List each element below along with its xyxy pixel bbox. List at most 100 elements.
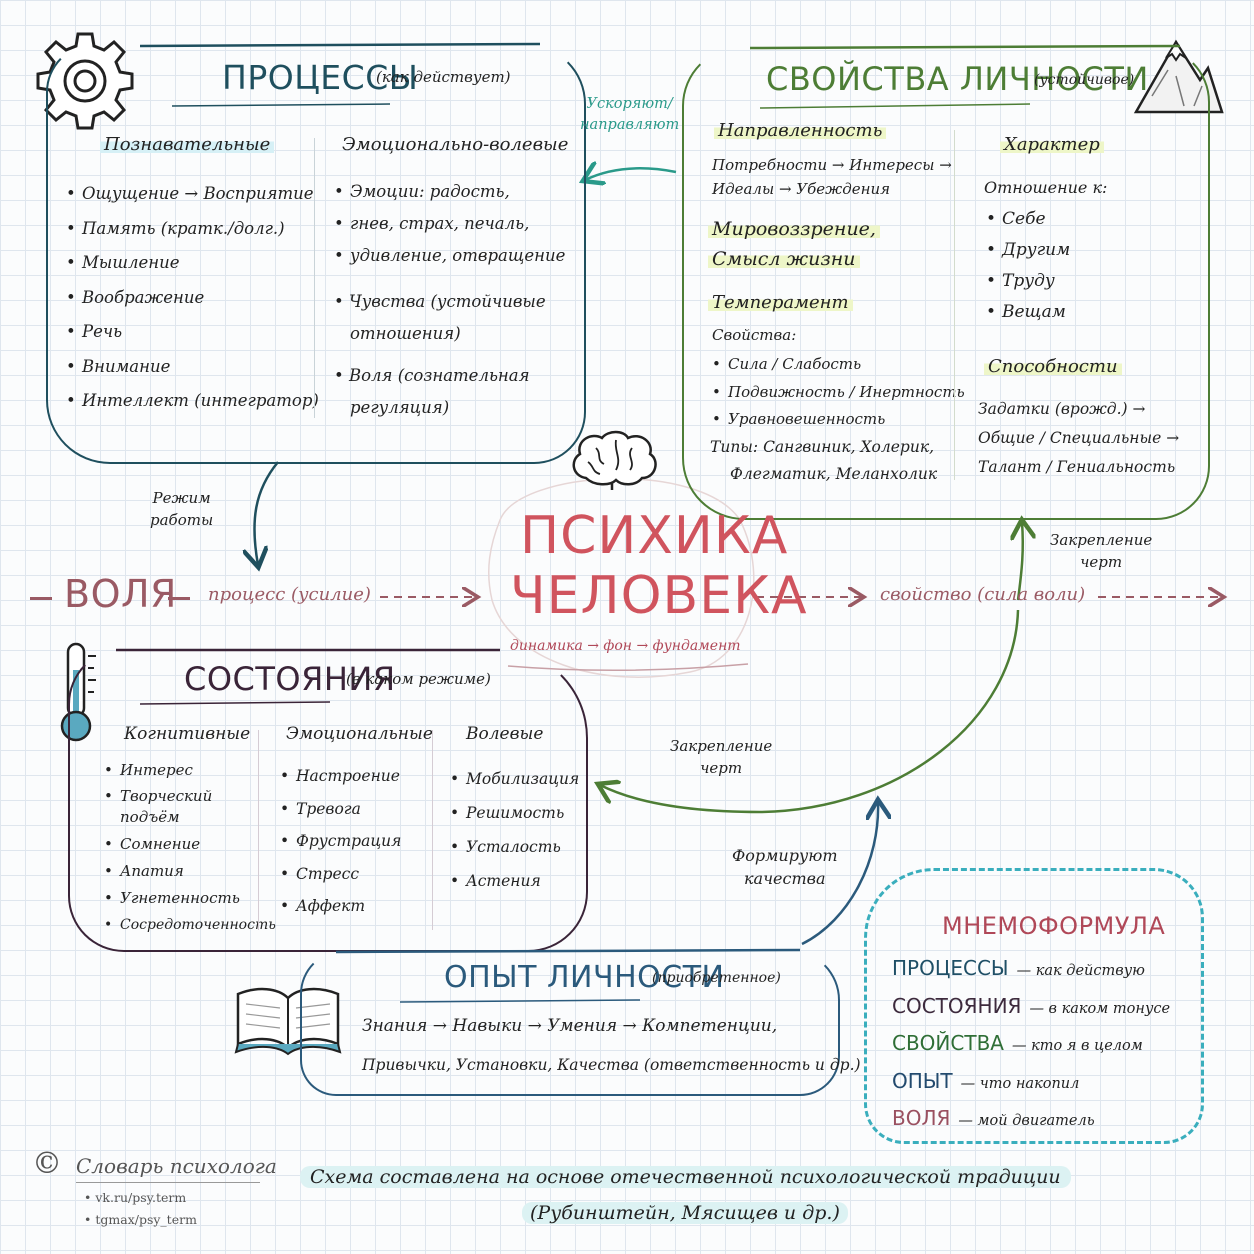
orientation-line2: Идеалы → Убеждения	[712, 180, 891, 198]
mnemo-row: ОПЫТ — что накопил	[892, 1069, 1079, 1093]
feelings-line1: Чувства (устойчивые	[348, 292, 546, 311]
temperament-props-label: Свойства:	[712, 326, 797, 344]
mnemo-row: ПРОЦЕССЫ— как действую	[892, 956, 1145, 980]
processes-emotional-heading: Эмоционально-волевые	[342, 134, 569, 155]
center-caption: динамика → фон → фундамент	[510, 638, 741, 654]
accelerate-line2: направляют	[580, 117, 680, 134]
list-item: Сила / Слабость	[712, 351, 965, 379]
temperament-types-line2: Флегматик, Меланхолик	[730, 465, 938, 483]
list-item: Уравновешенность	[712, 406, 965, 434]
character-heading: Характер	[1000, 134, 1104, 155]
mnemo-key: ОПЫТ	[892, 1068, 953, 1093]
list-item: Мышление	[66, 246, 319, 281]
mnemo-text: — мой двигатель	[958, 1113, 1095, 1129]
form-line2: качества	[744, 869, 826, 889]
states-divider-1	[258, 730, 259, 930]
list-item: Речь	[66, 315, 319, 350]
list-item: Память (кратк./долг.)	[66, 212, 319, 247]
list-item: Сосредоточенность	[104, 911, 276, 938]
mnemo-text: — в каком тонусе	[1029, 1000, 1171, 1017]
list-item: Внимание	[66, 350, 319, 385]
copyright-symbol: ©	[32, 1146, 62, 1181]
list-item: Воображение	[66, 281, 319, 316]
list-item: Аффект	[280, 890, 401, 923]
experience-title: ОПЫТ ЛИЧНОСТИ	[444, 960, 725, 995]
mnemo-key: ПРОЦЕССЫ	[892, 956, 1009, 980]
list-item: Интерес	[104, 758, 276, 783]
footer-note-line2: (Рубинштейн, Мясищев и др.)	[522, 1202, 848, 1224]
fix-mid-line2: черт	[700, 758, 743, 777]
list-item: Усталость	[450, 830, 579, 864]
character-list: Себе Другим Труду Вещам	[986, 204, 1070, 328]
processes-cognitive-list: Ощущение → Восприятие Память (кратк./дол…	[66, 177, 319, 419]
worldview-line2: Смысл жизни	[708, 248, 860, 270]
list-item: Вещам	[986, 297, 1070, 328]
properties-subtitle: (устойчивое)	[1034, 72, 1135, 88]
brand-underline	[76, 1182, 260, 1183]
list-item: удивление, отвращение	[334, 240, 565, 272]
footer-link-tg[interactable]: • tgmax/psy_term	[84, 1212, 197, 1227]
arrow-label-mode: Режим работы	[150, 488, 213, 532]
states-emotional-heading: Эмоциональные	[286, 724, 433, 744]
orientation-line1: Потребности → Интересы →	[712, 156, 952, 174]
creative-line2: подъём	[120, 808, 180, 826]
will-label: ВОЛЯ	[64, 572, 177, 616]
mode-line2: работы	[150, 510, 214, 529]
mnemo-text: — что накопил	[960, 1075, 1080, 1092]
will-property: свойство (сила воли)	[880, 584, 1086, 605]
properties-box	[682, 46, 1210, 520]
experience-line1: Знания → Навыки → Умения → Компетенции,	[362, 1016, 778, 1036]
mnemo-text: — кто я в целом	[1011, 1038, 1143, 1054]
arrow-label-fix-mid: Закрепление черт	[670, 736, 772, 780]
list-item: Труду	[986, 266, 1070, 297]
center-title-line1: ПСИХИКА	[520, 506, 789, 566]
states-cognitive-list: Интерес Творческий подъём Сомнение Апати…	[104, 758, 276, 938]
list-item: Тревога	[280, 793, 401, 826]
list-item: Интеллект (интегратор)	[66, 384, 319, 419]
experience-line2: Привычки, Установки, Качества (ответстве…	[362, 1056, 861, 1074]
experience-subtitle: (приобретенное)	[652, 970, 781, 986]
arrow-form	[801, 802, 878, 946]
mnemo-title: МНЕМОФОРМУЛА	[942, 912, 1166, 940]
temperament-types-line1: Типы: Сангвиник, Холерик,	[710, 438, 935, 456]
form-line1: Формируют	[732, 846, 838, 865]
list-item: Эмоции: радость,	[334, 176, 565, 208]
properties-column-divider	[954, 130, 955, 480]
states-emotional-list: Настроение Тревога Фрустрация Стресс Афф…	[280, 760, 401, 923]
character-relation: Отношение к:	[984, 178, 1108, 197]
temperament-heading: Темперамент	[708, 292, 853, 313]
will-dash-left	[30, 597, 52, 600]
will-line2: регуляция)	[350, 398, 450, 417]
list-item: Сомнение	[104, 828, 276, 857]
will-dash-right	[168, 597, 190, 600]
list-item: Мобилизация	[450, 762, 579, 796]
abilities-line2: Общие / Специальные →	[978, 429, 1180, 447]
arrow-label-form: Формируют качества	[732, 844, 838, 890]
states-volitional-heading: Волевые	[466, 724, 544, 744]
states-box	[68, 648, 588, 952]
states-cognitive-heading: Когнитивные	[124, 724, 251, 744]
fix-top-line2: черт	[1080, 552, 1123, 571]
book-icon	[234, 987, 342, 1056]
tg-link-text[interactable]: tgmax/psy_term	[95, 1212, 197, 1227]
brand-name: Словарь психолога	[76, 1154, 277, 1178]
vk-link-text[interactable]: vk.ru/psy.term	[95, 1190, 187, 1205]
creative-line1: Творческий	[120, 787, 213, 805]
list-item: Апатия	[104, 857, 276, 884]
mnemo-key: СОСТОЯНИЯ	[892, 993, 1022, 1018]
brain-icon	[572, 430, 657, 490]
list-item: гнев, страх, печаль,	[334, 208, 565, 240]
feelings-line2: отношения)	[350, 324, 461, 343]
list-item: Фрустрация	[280, 825, 401, 858]
list-item: Решимость	[450, 796, 579, 830]
list-item: Ощущение → Восприятие	[66, 177, 319, 212]
footer-link-vk[interactable]: • vk.ru/psy.term	[84, 1190, 187, 1205]
list-item: Подвижность / Инертность	[712, 379, 965, 407]
states-title: СОСТОЯНИЯ	[184, 660, 396, 698]
abilities-line1: Задатки (врожд.) →	[978, 400, 1146, 418]
arrow-label-accelerate: Ускоряют/ направляют	[580, 94, 679, 136]
